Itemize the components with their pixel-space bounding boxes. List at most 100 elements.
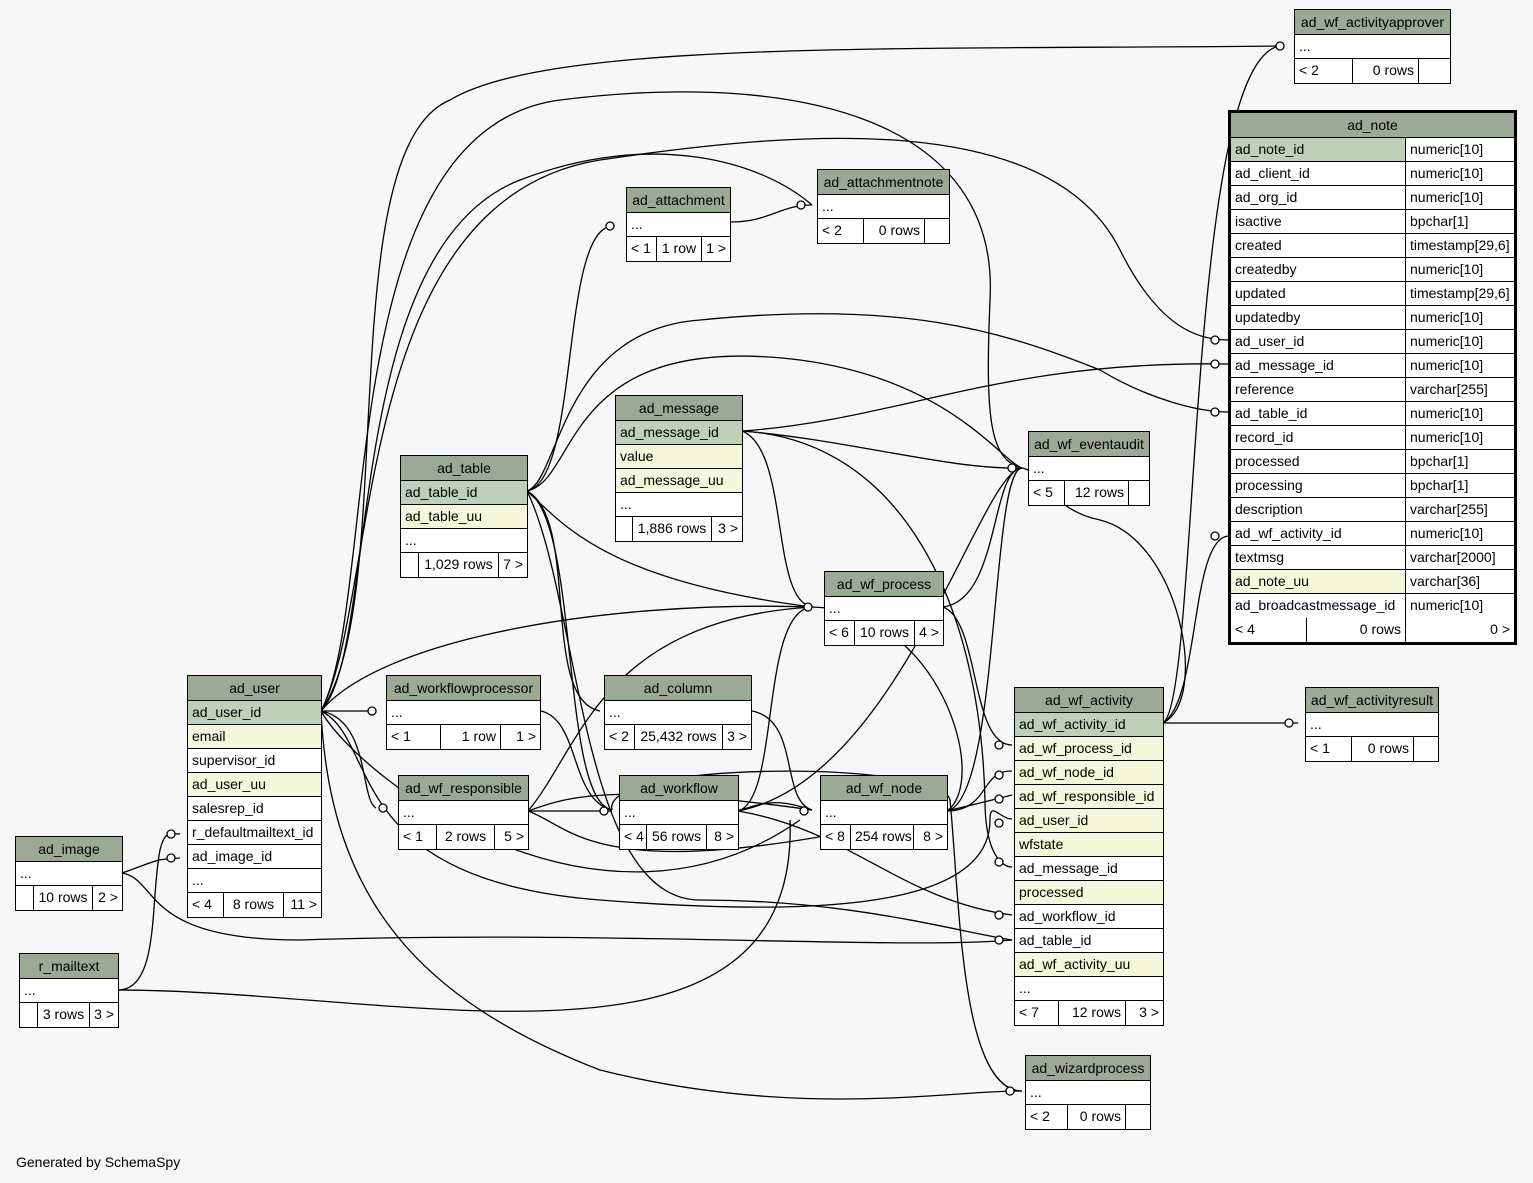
- column-name: ...: [24, 982, 36, 998]
- column-name: email: [192, 728, 226, 744]
- edge-endpoint: [994, 857, 1004, 867]
- row-count: 0 rows: [1068, 1105, 1126, 1129]
- edge-user-approver: [320, 45, 1281, 712]
- child-count: 3 >: [94, 1006, 114, 1022]
- generated-by-credit: Generated by SchemaSpy: [16, 1154, 181, 1170]
- parent-count: < 1: [1306, 737, 1352, 761]
- edge-endpoint: [1210, 531, 1220, 541]
- column-name: record_id: [1231, 426, 1406, 449]
- child-count: 3 >: [1139, 1004, 1159, 1020]
- parent-count: < 2: [605, 725, 635, 749]
- table-row: r_defaultmailtext_id: [188, 821, 321, 845]
- column-name: ad_table_uu: [405, 508, 483, 524]
- table-ad-column[interactable]: ad_column ... < 2 25,432 rows 3 >: [604, 675, 752, 750]
- column-name: ad_message_id: [620, 424, 719, 440]
- child-count: 3 >: [727, 728, 747, 744]
- table-r-mailtext[interactable]: r_mailtext ... 3 rows 3 >: [19, 953, 119, 1028]
- edge-endpoint: [1275, 41, 1285, 51]
- table-ad-attachment[interactable]: ad_attachment ... < 1 1 row 1 >: [626, 187, 731, 262]
- table-row: email: [188, 725, 321, 749]
- edge-mailtext-node: [117, 819, 791, 1012]
- edge-workflow-activity: [737, 810, 1013, 916]
- table-ad-user[interactable]: ad_user ad_user_id email supervisor_id a…: [187, 675, 322, 918]
- column-name: ...: [405, 532, 417, 548]
- table-ad-wf-activityapprover[interactable]: ad_wf_activityapprover ... < 2 0 rows: [1294, 9, 1451, 84]
- edge-user-responsible: [320, 710, 377, 809]
- table-row: ...: [616, 493, 742, 517]
- table-ad-wf-activity[interactable]: ad_wf_activity ad_wf_activity_id ad_wf_p…: [1014, 687, 1164, 1026]
- parent-count: < 2: [1026, 1105, 1068, 1129]
- parent-count: [20, 1003, 38, 1027]
- table-row: ...: [401, 529, 527, 553]
- edge-endpoint: [994, 740, 1004, 750]
- table-row: processed: [1015, 881, 1163, 905]
- row-count: 1 row: [657, 237, 702, 261]
- column-name: ...: [1019, 980, 1031, 996]
- column-name: ...: [624, 804, 636, 820]
- column-name: ...: [192, 872, 204, 888]
- column-name: ad_org_id: [1231, 186, 1406, 209]
- table-ad-wizardprocess[interactable]: ad_wizardprocess ... < 2 0 rows: [1025, 1055, 1151, 1130]
- column-name: ad_broadcastmessage_id: [1231, 594, 1406, 618]
- table-name: ad_wf_activityapprover: [1295, 10, 1450, 35]
- edge-endpoint: [378, 803, 388, 813]
- column-name: description: [1231, 498, 1406, 521]
- column-name: textmsg: [1231, 546, 1406, 569]
- table-ad-attachmentnote[interactable]: ad_attachmentnote ... < 2 0 rows: [817, 169, 950, 244]
- child-count: [925, 219, 949, 243]
- edge-endpoint: [1210, 359, 1220, 369]
- column-type: varchar[2000]: [1410, 549, 1496, 565]
- edge-endpoint: [166, 853, 176, 863]
- column-name: ad_note_uu: [1231, 570, 1406, 593]
- table-row: ...: [1295, 35, 1450, 59]
- table-footer: < 4 56 rows 8 >: [620, 825, 738, 849]
- row-count: 56 rows: [647, 825, 707, 849]
- table-ad-wf-eventaudit[interactable]: ad_wf_eventaudit ... < 5 12 rows: [1028, 431, 1150, 506]
- table-footer: < 5 12 rows: [1029, 481, 1149, 505]
- table-row: value: [616, 445, 742, 469]
- table-ad-message[interactable]: ad_message ad_message_id value ad_messag…: [615, 395, 743, 542]
- column-name: ...: [1030, 1084, 1042, 1100]
- table-row: salesrep_id: [188, 797, 321, 821]
- column-name: ...: [631, 216, 643, 232]
- table-ad-table[interactable]: ad_table ad_table_id ad_table_uu ... 1,0…: [400, 455, 528, 578]
- table-ad-wf-activityresult[interactable]: ad_wf_activityresult ... < 1 0 rows: [1305, 687, 1439, 762]
- column-name: ...: [822, 198, 834, 214]
- edge-table-activity: [526, 490, 1013, 941]
- row-count: 0 rows: [1307, 618, 1406, 642]
- child-count: 8 >: [714, 828, 734, 844]
- edge-endpoint: [994, 935, 1004, 945]
- table-ad-wf-responsible[interactable]: ad_wf_responsible ... < 1 2 rows 5 >: [398, 775, 529, 850]
- table-name: ad_attachmentnote: [818, 170, 949, 195]
- column-type: numeric[10]: [1406, 138, 1514, 161]
- edge-endpoint: [367, 706, 377, 716]
- edge-user-activity: [320, 710, 1013, 908]
- edge-process-activity: [942, 606, 1013, 746]
- table-row: ad_wf_responsible_id: [1015, 785, 1163, 809]
- row-count: 12 rows: [1059, 1001, 1126, 1025]
- edge-message-eventaudit: [741, 430, 1023, 469]
- edge-node-eventaudit: [946, 467, 1023, 812]
- table-row: ad_user_id: [188, 701, 321, 725]
- edge-activity-approver: [1162, 45, 1281, 724]
- table-ad-wf-process[interactable]: ad_wf_process ... < 6 10 rows 4 >: [824, 571, 944, 646]
- table-ad-image[interactable]: ad_image ... 10 rows 2 >: [15, 836, 123, 911]
- column-name: ad_user_id: [1019, 812, 1089, 828]
- column-type: bpchar[1]: [1410, 477, 1469, 493]
- table-footer: < 1 0 rows: [1306, 737, 1438, 761]
- table-row: ...: [818, 195, 949, 219]
- table-ad-wf-node[interactable]: ad_wf_node ... < 8 254 rows 8 >: [820, 775, 948, 850]
- table-ad-workflow[interactable]: ad_workflow ... < 4 56 rows 8 >: [619, 775, 739, 850]
- table-row: ...: [821, 801, 947, 825]
- column-type: numeric[10]: [1410, 357, 1484, 373]
- table-ad-workflowprocessor[interactable]: ad_workflowprocessor ... < 1 1 row 1 >: [386, 675, 541, 750]
